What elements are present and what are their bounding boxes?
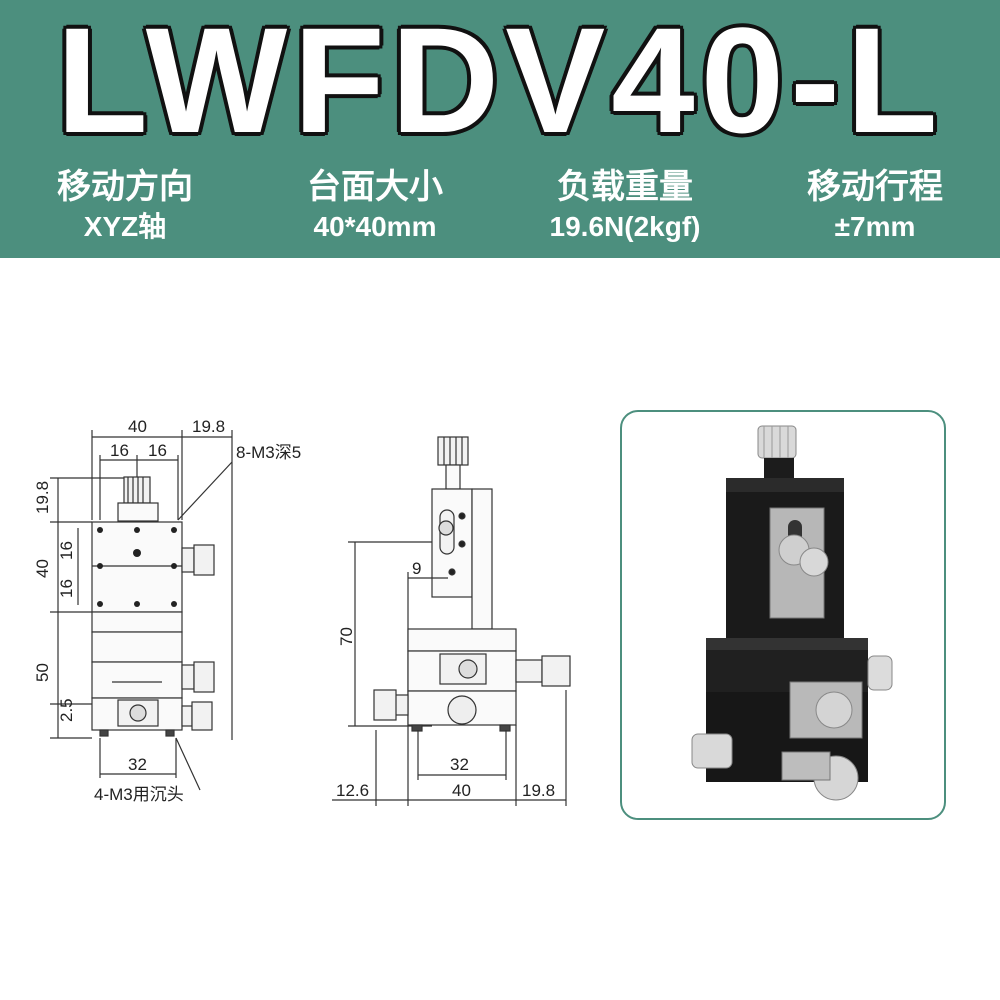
product-title: LWFDV40-L	[56, 0, 944, 164]
spec-table-size: 台面大小 40*40mm	[250, 165, 500, 255]
spec-value: XYZ轴	[83, 211, 167, 242]
spec-load: 负载重量 19.6N(2kgf)	[500, 165, 750, 255]
dim-70: 70	[337, 627, 356, 646]
dim-2-5: 2.5	[57, 698, 76, 722]
spec-value: ±7mm	[834, 211, 916, 242]
product-photo-frame	[620, 410, 946, 820]
dim-half-b: 16	[148, 441, 167, 460]
spec-value: 40*40mm	[313, 211, 437, 242]
dim-mid-40: 40	[452, 781, 471, 800]
spec-label: 台面大小	[307, 168, 443, 206]
bottom-note: 4-M3用沉头	[94, 785, 184, 804]
dim-left-12-6: 12.6	[336, 781, 369, 800]
spec-direction: 移动方向 XYZ轴	[0, 165, 250, 255]
dim-16b: 16	[57, 579, 76, 598]
dim-40: 40	[33, 559, 52, 578]
hole-note: 8-M3深5	[236, 443, 301, 462]
dim-bottom-32: 32	[128, 755, 147, 774]
dim-16a: 16	[57, 541, 76, 560]
dim-side-32: 32	[450, 755, 469, 774]
spec-row: 移动方向 XYZ轴 台面大小 40*40mm 负载重量 19.6N(2kgf) …	[0, 165, 1000, 255]
dim-half-a: 16	[110, 441, 129, 460]
spec-label: 移动行程	[807, 168, 943, 206]
spec-label: 负载重量	[557, 168, 693, 206]
spec-travel: 移动行程 ±7mm	[750, 165, 1000, 255]
dim-9: 9	[412, 559, 421, 578]
dim-right-19-8: 19.8	[522, 781, 555, 800]
spec-label: 移动方向	[57, 168, 193, 206]
product-photo	[691, 425, 893, 801]
dim-width: 40	[128, 417, 147, 436]
header-banner: LWFDV40-L 移动方向 XYZ轴 台面大小 40*40mm 负载重量 19…	[0, 0, 1000, 258]
dim-50: 50	[33, 663, 52, 682]
side-view	[332, 436, 571, 806]
spec-value: 19.6N(2kgf)	[549, 211, 701, 242]
front-view	[50, 430, 233, 791]
dim-top: 19.8	[33, 481, 52, 514]
dim-offset: 19.8	[192, 417, 225, 436]
technical-drawing: 40 19.8 16 16 8-M3深5 19.8 16 40 16 50 2.…	[33, 417, 571, 806]
